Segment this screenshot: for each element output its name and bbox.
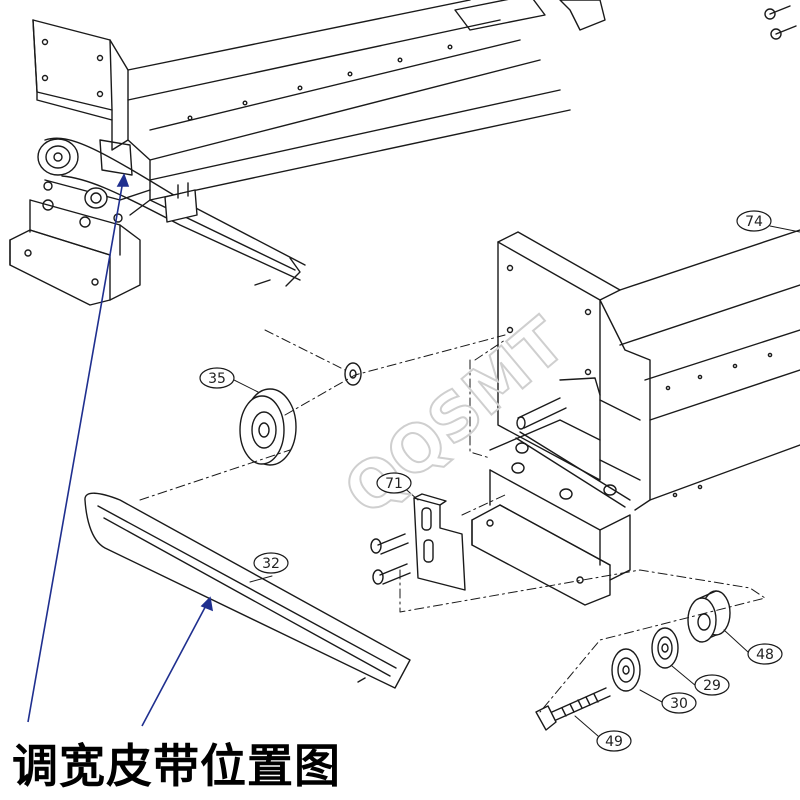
part-32-belt	[84, 492, 411, 689]
diagram-caption: 调宽皮带位置图	[12, 739, 341, 793]
callout-30: 30	[661, 692, 697, 714]
callout-71: 71	[376, 472, 412, 494]
callout-32-label: 32	[262, 556, 280, 572]
left-frame-assembly	[9, 0, 606, 306]
assembly-lines	[139, 329, 766, 713]
callout-35: 35	[199, 367, 235, 389]
callout-74-label: 74	[745, 214, 763, 230]
part-48-roller	[687, 590, 731, 643]
callout-49: 49	[596, 730, 632, 752]
callout-29: 29	[694, 674, 730, 696]
washer	[344, 362, 362, 386]
callout-29-label: 29	[703, 678, 721, 694]
part-49-screw	[535, 687, 611, 731]
callout-30-label: 30	[670, 696, 688, 712]
callout-48: 48	[747, 643, 783, 665]
part-30-bearing	[611, 648, 641, 692]
part-29-bearing	[651, 627, 679, 669]
callout-48-label: 48	[756, 647, 774, 663]
pointer-arrows	[27, 173, 214, 727]
callout-49-label: 49	[605, 734, 623, 750]
callout-71-label: 71	[385, 476, 403, 492]
callout-32: 32	[253, 552, 289, 574]
callout-35-label: 35	[208, 371, 226, 387]
part-35-pulley	[239, 388, 297, 466]
callout-74: 74	[736, 210, 772, 232]
part-71-bracket	[370, 493, 466, 591]
right-frame-assembly	[471, 229, 800, 606]
hex-screws	[764, 5, 797, 40]
